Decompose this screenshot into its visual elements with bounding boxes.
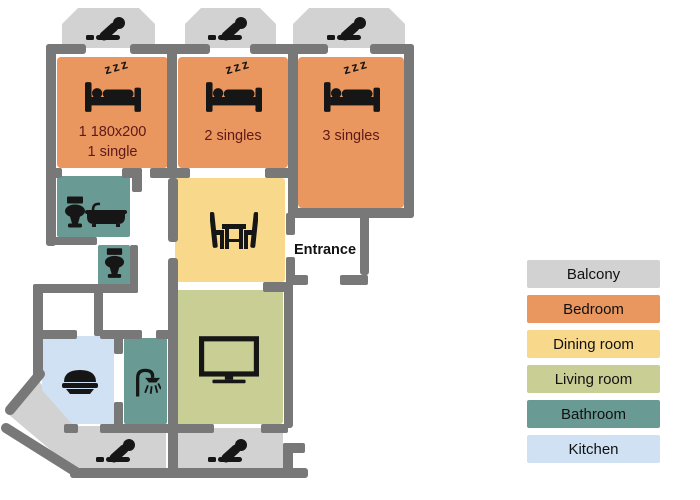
shower-icon	[133, 366, 161, 399]
balcony-lounger-icon	[208, 14, 252, 42]
shower-room-area	[124, 338, 167, 424]
legend-item-bathroom: Bathroom	[527, 400, 660, 428]
balcony-lounger-icon	[327, 14, 371, 42]
toilet-icon	[104, 248, 125, 279]
bedroom-1-label-line1: 1 180x200	[78, 124, 147, 140]
balcony-lounger-icon	[96, 436, 140, 464]
pie-icon	[62, 368, 98, 394]
bedroom-1-area	[57, 57, 168, 168]
bedroom-1-label: 1 180x200 1 single	[57, 122, 168, 162]
walls	[1, 44, 414, 478]
bedroom-3-label: 3 singles	[322, 128, 380, 144]
bed-icon: zzz	[323, 56, 381, 116]
entrance-label: Entrance	[293, 242, 357, 258]
legend: Balcony Bedroom Dining room Living room …	[527, 260, 660, 463]
dining-room-area	[175, 178, 285, 282]
balcony-lounger-icon	[208, 436, 252, 464]
legend-item-dining-room: Dining room	[527, 330, 660, 358]
dining-table-icon	[210, 210, 258, 252]
legend-item-balcony: Balcony	[527, 260, 660, 288]
legend-item-kitchen: Kitchen	[527, 435, 660, 463]
balcony-lounger-icon	[86, 14, 130, 42]
bedroom-1-label-line2: 1 single	[87, 144, 138, 160]
legend-item-living-room: Living room	[527, 365, 660, 393]
tv-icon	[199, 336, 259, 384]
legend-item-bedroom: Bedroom	[527, 295, 660, 323]
bed-icon: zzz	[84, 56, 142, 116]
bedroom-2-area	[178, 57, 288, 168]
bedroom-2-label: 2 singles	[204, 128, 262, 144]
toilet-icon	[64, 196, 86, 229]
bathtub-icon	[85, 200, 127, 228]
living-room-area	[173, 290, 283, 424]
bed-icon: zzz	[205, 56, 263, 116]
